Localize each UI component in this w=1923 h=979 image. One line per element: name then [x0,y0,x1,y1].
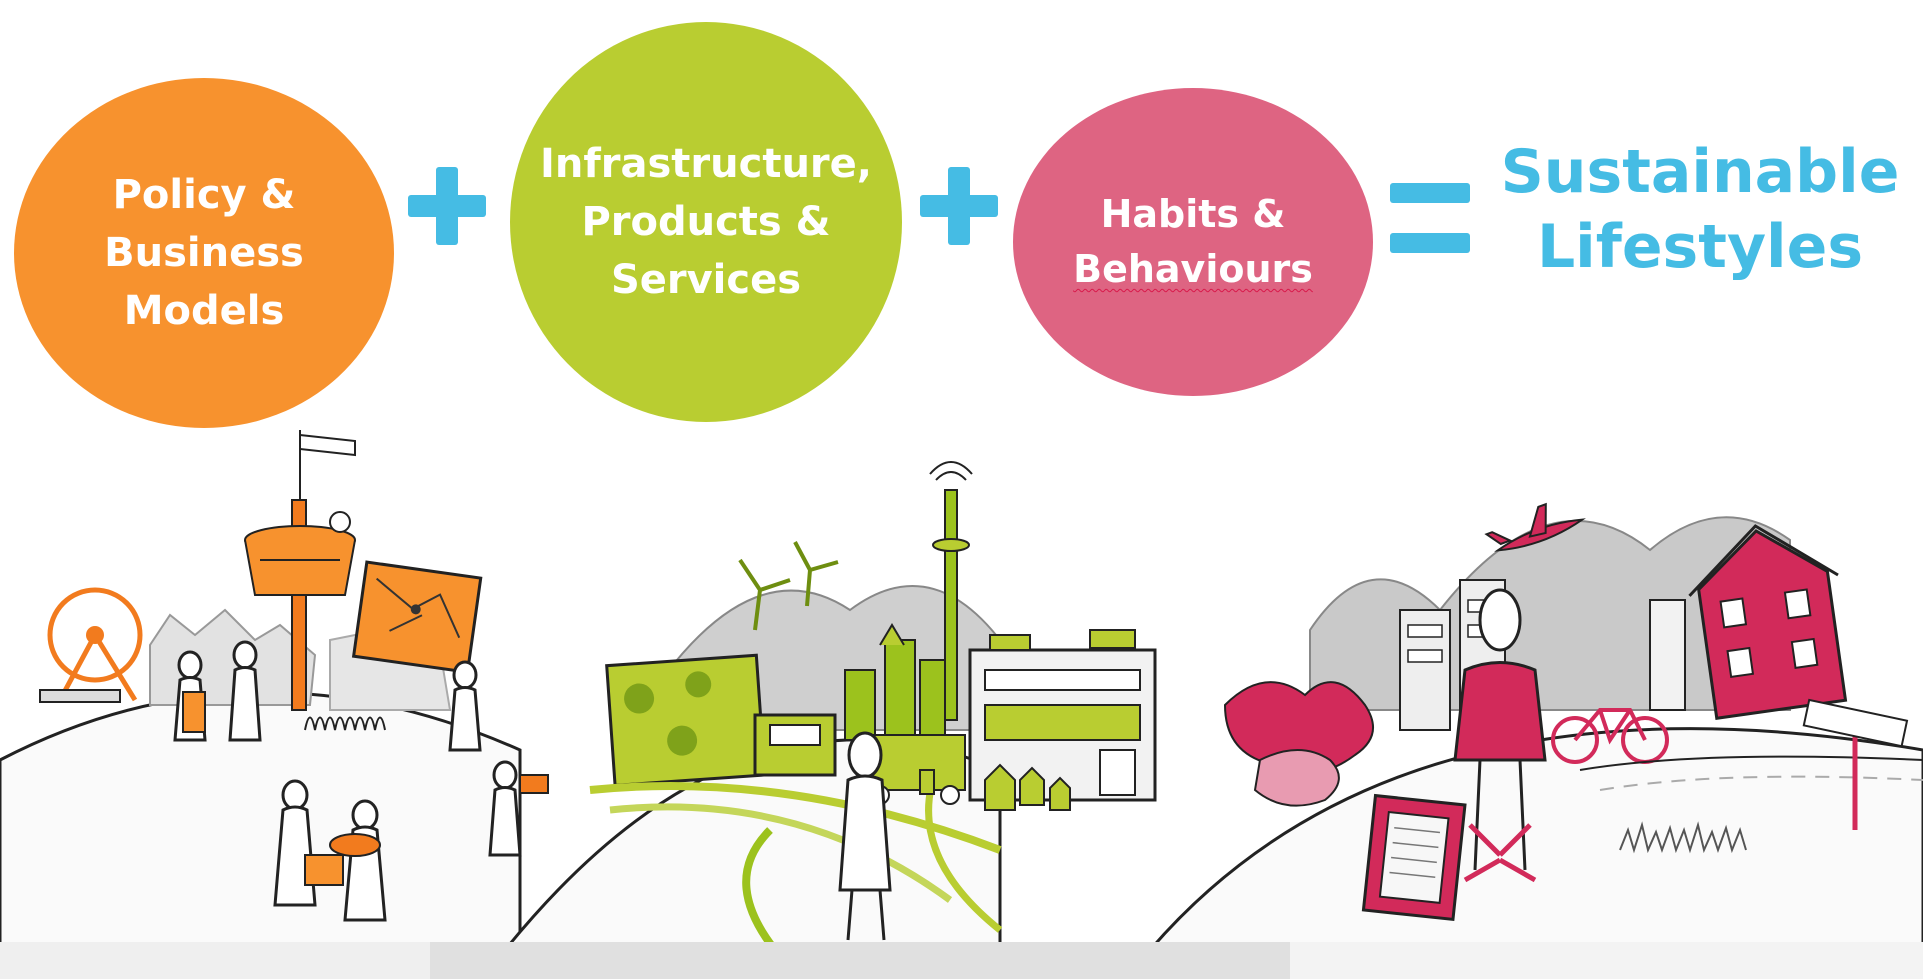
policy-circle: Policy & Business Models [14,78,394,428]
infrastructure-circle: Infrastructure, Products & Services [510,22,902,422]
infrastructure-world-illustration [503,461,1157,950]
habits-label: Habits & Behaviours [1073,191,1313,291]
behaviour-world-illustration [1148,502,1923,950]
bottom-strip [0,942,1923,979]
equals-icon [1390,183,1470,253]
habits-circle: Habits & Behaviours [1013,88,1373,396]
spellcheck-underline: Behaviours [1073,247,1313,291]
policy-label: Policy & Business Models [104,172,304,334]
policy-world-illustration [0,430,549,950]
result-label: Sustainable Lifestyles [1500,137,1900,282]
infrastructure-label: Infrastructure, Products & Services [540,141,872,303]
worlds-illustration [0,430,1923,950]
plus-icon [920,167,998,245]
plus-icon [408,167,486,245]
